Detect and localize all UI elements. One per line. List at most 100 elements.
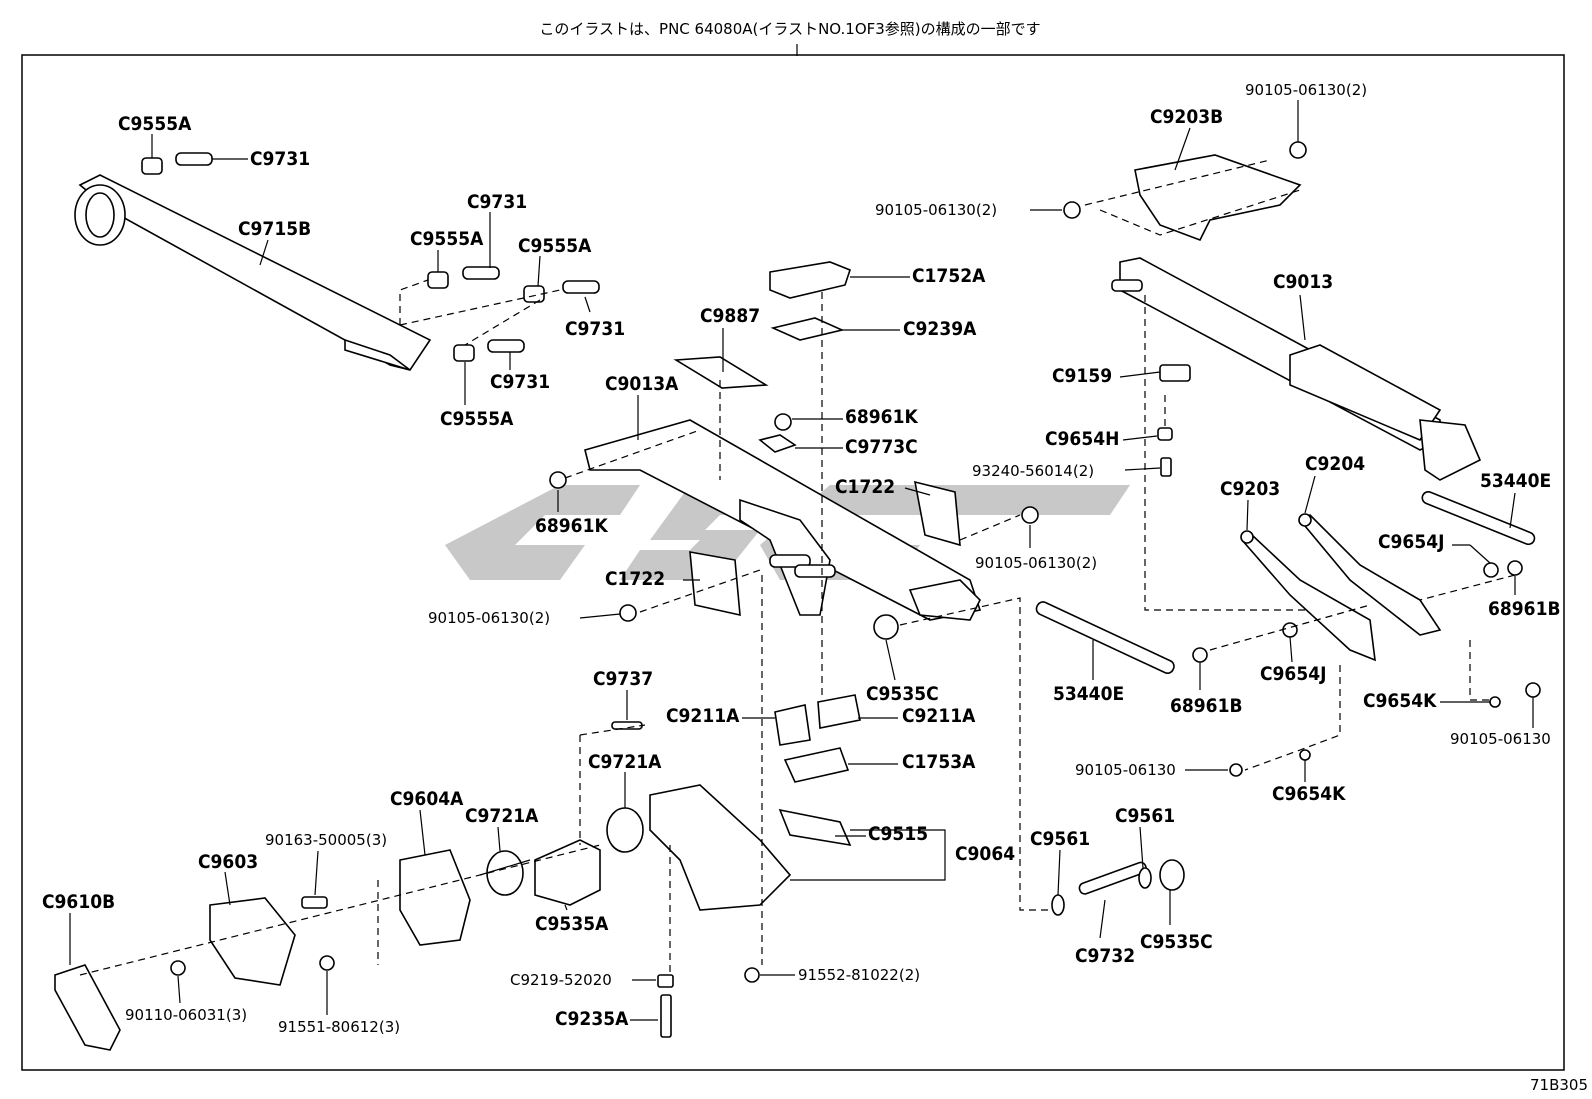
label-c9555a-1: C9555A — [118, 113, 192, 135]
label-c9603: C9603 — [198, 851, 258, 873]
bracket-c1753a — [783, 747, 850, 783]
label-c9159: C9159 — [1052, 365, 1112, 387]
bolt-90105-2c — [1063, 201, 1081, 219]
label-c9731-4: C9731 — [490, 371, 550, 393]
label-c9773c: C9773C — [845, 436, 918, 458]
bolt-c9235a — [660, 994, 672, 1038]
pad-c9773c — [758, 434, 797, 453]
ring-c9721a-1 — [606, 807, 644, 853]
strut-53440e-1 — [1421, 491, 1536, 546]
label-c9654k-2: C9654K — [1272, 783, 1346, 805]
block-c9159 — [1159, 364, 1191, 382]
label-c9654j-2: C9654J — [1260, 663, 1326, 685]
plate-c9887 — [673, 356, 769, 389]
label-c9535a: C9535A — [535, 913, 609, 935]
label-c1752a: C1752A — [912, 265, 986, 287]
label-c9555a-2: C9555A — [410, 228, 484, 250]
nut-c9654h — [1157, 427, 1173, 441]
arm-c9715b — [74, 174, 432, 371]
label-c9721a-1: C9721A — [588, 751, 662, 773]
clip-c9211a-2 — [817, 694, 861, 729]
ring-c9721a-2 — [486, 850, 524, 896]
nut-c9219 — [657, 974, 674, 988]
shaft-c9732 — [1078, 861, 1147, 895]
motor-c9610b — [54, 964, 121, 1051]
label-90105-06130-2c: 90105-06130(2) — [875, 201, 997, 219]
label-c9731-3: C9731 — [565, 318, 625, 340]
pad-c9239a — [770, 317, 845, 341]
label-68961k-1: 68961K — [845, 406, 918, 428]
label-68961b-1: 68961B — [1488, 598, 1561, 620]
label-53440e-2: 53440E — [1053, 683, 1124, 705]
label-c9731-2: C9731 — [467, 191, 527, 213]
snapring-c9561-2 — [1138, 867, 1152, 889]
beam-c9013a — [584, 419, 982, 621]
label-c9204: C9204 — [1305, 453, 1365, 475]
bolt-90105-2d — [1289, 141, 1307, 159]
label-c9654k-1: C9654K — [1363, 690, 1437, 712]
rail-c9013 — [1111, 257, 1482, 481]
label-91552-81022: 91552-81022(2) — [798, 966, 920, 984]
gear-c9535a — [534, 839, 601, 906]
bushing-c9535c-1 — [873, 614, 899, 640]
label-c1722-1: C1722 — [835, 476, 895, 498]
label-c9731-1: C9731 — [250, 148, 310, 170]
label-c9561-1: C9561 — [1030, 828, 1090, 850]
label-c9715b: C9715B — [238, 218, 311, 240]
label-c9535c-2: C9535C — [1140, 931, 1213, 953]
label-c9610b: C9610B — [42, 891, 115, 913]
label-90105-06130-b: 90105-06130 — [1075, 761, 1176, 779]
label-c9887: C9887 — [700, 305, 760, 327]
diagram-frame — [21, 54, 1565, 1071]
label-c9211a-1: C9211A — [666, 705, 740, 727]
label-c9239a: C9239A — [903, 318, 977, 340]
label-c9211a-2: C9211A — [902, 705, 976, 727]
plate-c9604a — [399, 849, 471, 946]
bolt-90163 — [301, 896, 328, 909]
label-c9013a: C9013A — [605, 373, 679, 395]
label-53440e-1: 53440E — [1480, 470, 1551, 492]
bolt-90110 — [170, 960, 186, 976]
label-93240-56014: 93240-56014(2) — [972, 462, 1094, 480]
label-90105-06130-2b: 90105-06130(2) — [975, 554, 1097, 572]
label-c1722-2: C1722 — [605, 568, 665, 590]
bracket-c9515 — [778, 808, 852, 847]
label-90110-06031: 90110-06031(3) — [125, 1006, 247, 1024]
strut-53440e-2 — [1035, 601, 1175, 675]
bolt-68961k-2 — [549, 471, 567, 489]
label-c9555a-4: C9555A — [440, 408, 514, 430]
link-c9204-pivot — [1298, 513, 1312, 527]
label-c9732: C9732 — [1075, 945, 1135, 967]
label-c9219-52020: C9219-52020 — [510, 971, 612, 989]
label-c9555a-3: C9555A — [518, 235, 592, 257]
link-c9203-pivot — [1240, 530, 1254, 544]
housing-c9064 — [649, 784, 792, 911]
bushing-c9535c-2 — [1159, 859, 1185, 891]
bolt-90105-b — [1229, 763, 1243, 777]
label-c9561-2: C9561 — [1115, 805, 1175, 827]
label-91551-80612: 91551-80612(3) — [278, 1018, 400, 1036]
label-c9604a: C9604A — [390, 788, 464, 810]
bolt-91552 — [744, 967, 760, 983]
bolt-90105-2a — [619, 604, 637, 622]
bolt-90105-a — [1525, 682, 1541, 698]
label-c1753a: C1753A — [902, 751, 976, 773]
bracket-c1722-1 — [913, 480, 961, 547]
label-c9013: C9013 — [1273, 271, 1333, 293]
nut-c9654k-2 — [1299, 749, 1311, 761]
illustration-code: 71B305 — [1530, 1076, 1588, 1094]
bolt-68961b-1 — [1507, 560, 1523, 576]
bracket-c9203b — [1134, 154, 1302, 242]
nut-c9654k-1 — [1489, 696, 1501, 708]
labels: C9555A C9731 C9715B C9731 C9555A C9555A … — [42, 81, 1561, 1036]
label-c9235a: C9235A — [555, 1008, 629, 1030]
label-c9535c-1: C9535C — [866, 683, 939, 705]
clip-c9211a-1 — [774, 704, 811, 746]
header-note: このイラストは、PNC 64080A(イラストNO.1OF3参照)の構成の一部で… — [539, 20, 1040, 38]
cap-c1752a — [769, 261, 851, 299]
label-c9654h: C9654H — [1045, 428, 1119, 450]
label-c9203b: C9203B — [1150, 106, 1223, 128]
label-c9721a-2: C9721A — [465, 805, 539, 827]
bolt-68961k-1 — [774, 413, 792, 431]
